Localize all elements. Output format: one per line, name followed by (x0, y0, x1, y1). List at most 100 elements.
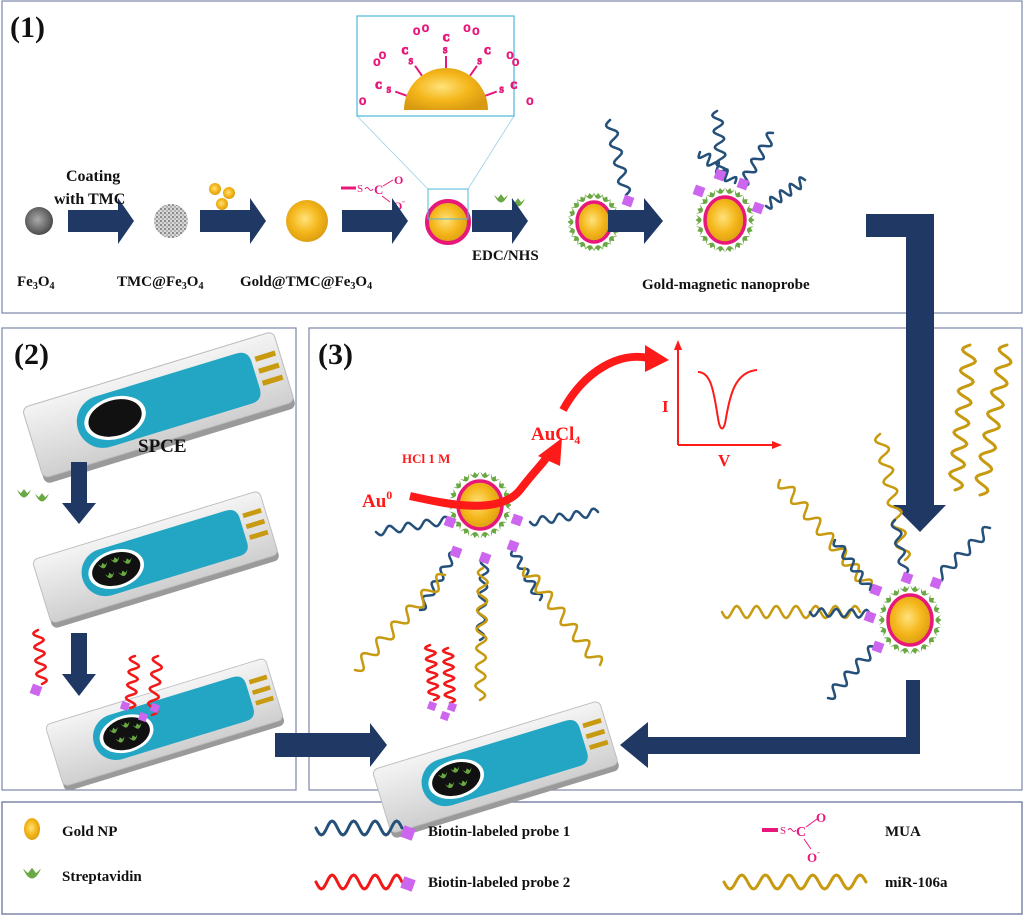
legend-gold-np-icon (24, 818, 40, 840)
probe2-strand (124, 654, 141, 710)
legend-mir106a-label: miR-106a (885, 875, 948, 891)
mua-anchor (485, 90, 498, 97)
mua-atom-s: S (443, 46, 447, 55)
legend-probe2-label: Biotin-labeled probe 2 (428, 875, 570, 891)
mua-atom-s: S (409, 57, 413, 66)
streptavidin-icon (491, 528, 500, 537)
biotin-marker (443, 515, 457, 529)
streptavidin-icon (584, 245, 595, 252)
legend-mua-icon: S C O O - (762, 810, 826, 865)
streptavidin-icon (437, 771, 448, 779)
mua-atom-o: O (527, 97, 534, 107)
gold-tmc-fe3o4-label: Gold@TMC@Fe3O4 (240, 274, 372, 292)
electrode-contact (582, 718, 602, 729)
oxidation-arrow (409, 345, 669, 510)
probe2-strand (314, 873, 404, 891)
zoom-region-box (427, 188, 469, 220)
spce-electrode-bare (23, 332, 295, 483)
electrode-contact (261, 374, 284, 386)
streptavidin-icon (890, 644, 899, 652)
streptavidin-icon (491, 473, 500, 482)
streptavidin-icon (503, 489, 511, 499)
streptavidin-pair-icon (17, 489, 49, 502)
coating-label-line1: Coating (66, 168, 120, 185)
streptavidin-icon (699, 236, 708, 245)
streptavidin-icon (742, 236, 751, 245)
mua-anchor (394, 90, 407, 97)
streptavidin-icon (444, 781, 455, 789)
biotin-marker (929, 576, 943, 590)
biotin-marker (449, 545, 463, 559)
hcl-label: HCl 1 M (402, 451, 450, 466)
mua-atom-s: S (387, 85, 391, 94)
spce-electrode-streptavidin (32, 491, 279, 628)
electrode-contact (585, 728, 606, 740)
probe2-free (29, 628, 49, 697)
svg-text:S: S (357, 183, 363, 195)
streptavidin-icon (935, 615, 942, 625)
arrow-to-hybridization (866, 214, 946, 532)
mua-atom-c: C (375, 80, 382, 90)
gold-core (703, 195, 747, 245)
mua-atom-c: C (443, 33, 450, 43)
streptavidin-icon (602, 242, 612, 250)
mua-atom-c: C (511, 80, 517, 90)
streptavidin-icon (115, 736, 125, 743)
mua-gold-particle (425, 199, 471, 245)
streptavidin-icon (110, 556, 120, 563)
arrow-panel2-to-panel3 (275, 723, 387, 767)
mua-atom-o: O (512, 58, 519, 68)
streptavidin-icon (706, 242, 715, 251)
probe1-strand (808, 607, 872, 619)
probe2-strand (31, 628, 49, 686)
voltammogram-plot (674, 340, 782, 449)
electrode-contact (245, 518, 266, 530)
streptavidin-icon (735, 242, 744, 251)
streptavidin-icon (122, 557, 132, 564)
spce-electrode-final (372, 643, 619, 838)
plot-y-axis-label: I (662, 397, 669, 416)
streptavidin-icon (462, 767, 472, 774)
electrode-body (23, 332, 295, 483)
panel-2-frame (1, 327, 297, 791)
probe1-strand (697, 150, 738, 185)
streptavidin-icon (450, 766, 460, 773)
svg-text:O: O (393, 199, 402, 213)
mua-atom-c: C (484, 46, 491, 56)
streptavidin-icon (128, 734, 138, 741)
panel-1-frame (1, 0, 1023, 314)
legend-gold-np-label: Gold NP (62, 824, 117, 840)
probe1-strand (509, 548, 544, 602)
voltammogram-peak (697, 369, 758, 430)
streptavidin-icon (480, 471, 491, 478)
arrow-probe2-step (62, 633, 96, 696)
mua-atom-o: O (374, 58, 381, 68)
streptavidin-icon (449, 489, 457, 499)
mua-atom-c: C (402, 46, 409, 56)
biotin-marker (149, 702, 161, 714)
probe1-strand (764, 176, 807, 210)
streptavidin-icon (879, 603, 887, 614)
streptavidin-icon (602, 194, 612, 202)
streptavidin-icon (883, 594, 892, 603)
streptavidin-icon (118, 569, 128, 577)
streptavidin-icon (609, 236, 618, 245)
streptavidin-pair-icon (494, 194, 525, 207)
biotin-marker (137, 711, 149, 723)
mir106a-strand (720, 604, 862, 620)
streptavidin-icon (878, 615, 885, 625)
probe1-strand (832, 538, 873, 592)
electrode-contact (588, 739, 609, 750)
mua-atom-o: O (464, 24, 471, 34)
streptavidin-icon (460, 473, 469, 482)
probe1-strand (710, 109, 729, 177)
mir106a-strand (776, 478, 874, 590)
legend-probe2-icon (314, 873, 416, 892)
streptavidin-icon (695, 215, 702, 225)
arrow-mua (342, 198, 408, 244)
arrow-edc-nhs (472, 198, 528, 244)
mir106a-strand (473, 566, 490, 702)
arrow-coating (68, 198, 134, 244)
streptavidin-icon (498, 479, 507, 489)
svg-text:C: C (374, 182, 383, 197)
